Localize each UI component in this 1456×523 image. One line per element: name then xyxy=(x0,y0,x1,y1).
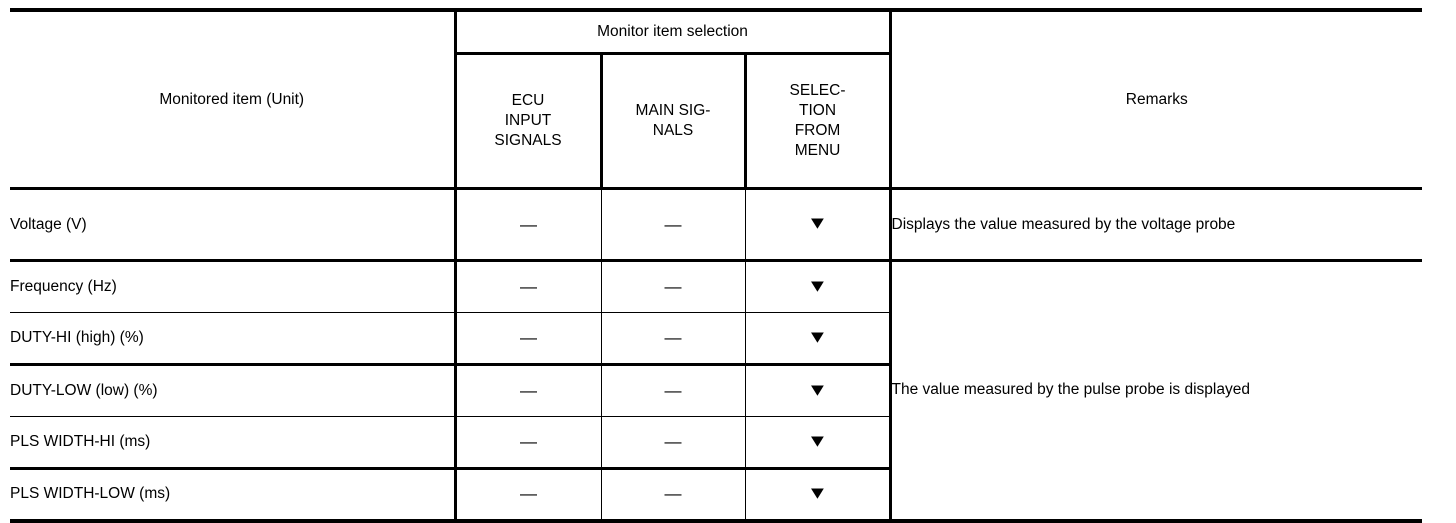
dash-icon: — xyxy=(664,381,682,401)
down-triangle-icon: ▼ xyxy=(806,431,828,451)
cell-selection-from-menu: ▼ xyxy=(744,188,892,262)
cell-selection-from-menu: ▼ xyxy=(744,364,892,417)
cell-selection-from-menu: ▼ xyxy=(744,312,892,366)
down-triangle-icon: ▼ xyxy=(806,380,828,400)
cell-remarks: The value measured by the pulse probe is… xyxy=(890,260,1423,523)
cell-monitored-item: Voltage (V) xyxy=(10,188,455,262)
cell-selection-from-menu: ▼ xyxy=(744,468,892,523)
cell-main-signals: — xyxy=(600,312,745,366)
cell-ecu-input-signals: — xyxy=(453,312,601,366)
monitor-item-specification-table: Monitored item (Unit) Monitor item selec… xyxy=(10,8,1423,523)
cell-main-signals: — xyxy=(600,416,745,470)
header-monitored-item: Monitored item (Unit) xyxy=(10,8,455,190)
dash-icon: — xyxy=(520,484,537,504)
cell-main-signals: — xyxy=(600,364,745,417)
dash-icon: — xyxy=(520,432,537,452)
dash-icon: — xyxy=(520,381,537,401)
dash-icon: — xyxy=(520,328,537,348)
cell-monitored-item: DUTY-LOW (low) (%) xyxy=(10,364,455,417)
table-row: Frequency (Hz) — — ▼ The value measured … xyxy=(10,260,1423,523)
cell-ecu-input-signals: — xyxy=(453,188,601,262)
header-ecu-input-signals: ECU INPUT SIGNALS xyxy=(453,53,601,190)
cell-main-signals: — xyxy=(600,468,745,523)
cell-ecu-input-signals: — xyxy=(453,468,601,523)
cell-ecu-input-signals: — xyxy=(453,416,601,470)
cell-monitored-item: Frequency (Hz) xyxy=(10,260,455,313)
header-selection-from-menu-line-2: TION xyxy=(798,102,837,120)
table-row: PLS WIDTH-HI (ms) — — ▼ xyxy=(10,416,1422,470)
header-main-signals: MAIN SIG- NALS xyxy=(599,53,745,190)
header-selection-from-menu-line-4: MENU xyxy=(794,141,841,159)
dash-icon: — xyxy=(520,214,537,234)
header-selection-from-menu-line-1: SELEC- xyxy=(789,82,846,100)
cell-selection-from-menu: ▼ xyxy=(744,416,892,470)
dash-icon: — xyxy=(664,214,682,234)
header-main-signals-line-2: NALS xyxy=(652,122,694,139)
dash-icon: — xyxy=(664,432,682,452)
header-remarks: Remarks xyxy=(890,8,1423,190)
cell-monitored-item: PLS WIDTH-HI (ms) xyxy=(10,416,455,470)
cell-main-signals: — xyxy=(600,260,745,313)
dash-icon: — xyxy=(520,277,537,297)
dash-icon: — xyxy=(664,328,682,348)
table-header-row-sub: ECU INPUT SIGNALS MAIN SIG- NALS SELEC- … xyxy=(10,53,1422,190)
dash-icon: — xyxy=(664,277,682,297)
header-ecu-input-signals-line-1: ECU xyxy=(511,92,545,110)
down-triangle-icon: ▼ xyxy=(806,327,828,347)
cell-remarks: Displays the value measured by the volta… xyxy=(890,188,1423,262)
cell-ecu-input-signals: — xyxy=(453,260,601,313)
cell-main-signals: — xyxy=(600,188,745,262)
cell-monitored-item: DUTY-HI (high) (%) xyxy=(10,312,455,366)
header-main-signals-line-1: MAIN SIG- xyxy=(635,102,711,120)
header-ecu-input-signals-line-2: INPUT xyxy=(504,112,552,130)
header-ecu-input-signals-line-3: SIGNALS xyxy=(494,131,562,149)
cell-selection-from-menu: ▼ xyxy=(744,260,892,313)
header-selection-from-menu: SELEC- TION FROM MENU xyxy=(743,53,892,190)
header-selection-from-menu-line-3: FROM xyxy=(794,122,841,139)
down-triangle-icon: ▼ xyxy=(806,483,828,503)
down-triangle-icon: ▼ xyxy=(806,213,828,234)
table-row: Voltage (V) — — ▼ Displays the value mea… xyxy=(10,188,1423,262)
table-row: DUTY-HI (high) (%) — — ▼ xyxy=(10,312,1422,366)
down-triangle-icon: ▼ xyxy=(806,276,828,296)
table-row: DUTY-LOW (low) (%) — — ▼ xyxy=(10,364,1422,417)
header-monitor-item-selection: Monitor item selection xyxy=(453,8,892,55)
cell-monitored-item: PLS WIDTH-LOW (ms) xyxy=(10,468,455,523)
table-header-row-group: Monitored item (Unit) Monitor item selec… xyxy=(10,8,1423,190)
cell-ecu-input-signals: — xyxy=(453,364,601,417)
dash-icon: — xyxy=(664,484,682,504)
